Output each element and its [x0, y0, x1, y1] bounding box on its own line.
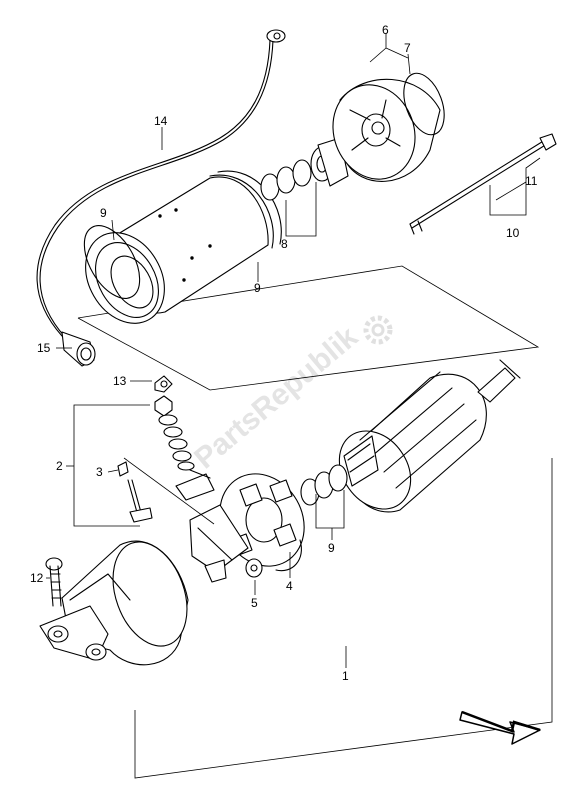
gear-icon	[363, 315, 393, 345]
wire-grommet	[61, 331, 96, 367]
lower-group-frame	[134, 458, 553, 779]
label-14: 14	[154, 114, 168, 128]
label-11: 11	[525, 174, 538, 188]
shim-washers-lower	[300, 464, 348, 506]
leader-lines	[46, 34, 541, 668]
label-2: 2	[56, 459, 63, 473]
watermark-text: PartsRepublik	[188, 320, 364, 475]
label-1: 1	[342, 669, 349, 683]
terminal-bolt-set	[117, 375, 195, 523]
part-labels: 6 7 14 9 8 11 10 9 15 13 2 3 9 12 4 5 1	[30, 23, 538, 683]
arrow-right-icon	[459, 710, 541, 745]
label-7: 7	[404, 41, 411, 55]
o-ring-cover	[403, 72, 445, 136]
nut	[245, 558, 263, 578]
shim-washers	[260, 137, 349, 201]
front-housing	[39, 540, 189, 666]
lead-wire	[36, 29, 286, 338]
label-15: 15	[37, 341, 51, 355]
label-9-lower: 9	[328, 541, 335, 555]
label-10: 10	[506, 226, 520, 240]
end-cover	[332, 78, 441, 182]
mounting-bolt	[45, 557, 63, 607]
label-13: 13	[113, 374, 127, 388]
brush-plate	[175, 469, 249, 583]
armature	[338, 359, 521, 513]
label-8: 8	[281, 237, 288, 251]
label-5: 5	[251, 596, 258, 610]
label-12: 12	[30, 571, 44, 585]
label-6: 6	[382, 23, 389, 37]
label-9-mid: 9	[254, 281, 261, 295]
label-9-upper: 9	[100, 206, 107, 220]
o-ring-yoke	[83, 225, 141, 299]
through-bolts	[409, 133, 557, 235]
label-4: 4	[286, 579, 293, 593]
yoke-housing	[85, 170, 282, 324]
yoke-group-frame	[77, 265, 540, 391]
label-3: 3	[96, 465, 103, 479]
